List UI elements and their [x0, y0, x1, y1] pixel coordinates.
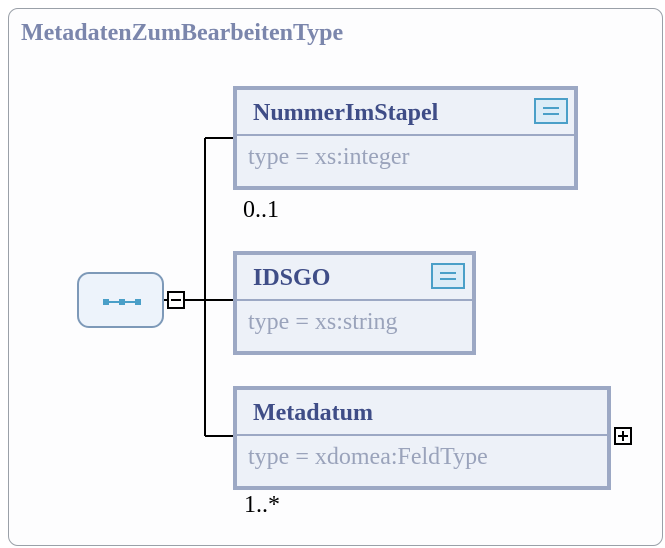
- sequence-compositor[interactable]: [77, 272, 164, 328]
- element-name: Metadatum: [253, 400, 373, 426]
- expand-plus-icon[interactable]: [614, 427, 632, 445]
- sequence-compositor-icon: [103, 299, 141, 305]
- element-name: IDSGO: [253, 265, 331, 291]
- element-type: type = xdomea:FeldType: [248, 444, 488, 470]
- element-divider: [237, 134, 574, 136]
- element-type: type = xs:string: [248, 309, 398, 335]
- simple-type-icon: [534, 98, 568, 124]
- complex-type-title: MetadatenZumBearbeitenType: [21, 20, 344, 46]
- cardinality-label: 1..*: [244, 492, 280, 518]
- element-box-metadatum[interactable]: Metadatum type = xdomea:FeldType: [233, 386, 611, 490]
- element-box-nummerimstapel[interactable]: NummerImStapel type = xs:integer: [233, 86, 578, 190]
- collapse-minus-icon[interactable]: [167, 291, 185, 309]
- cardinality-label: 0..1: [243, 197, 279, 223]
- simple-type-icon: [431, 263, 465, 289]
- element-box-idsgo[interactable]: IDSGO type = xs:string: [233, 251, 476, 355]
- element-name: NummerImStapel: [253, 100, 439, 126]
- element-divider: [237, 434, 607, 436]
- element-type: type = xs:integer: [248, 144, 410, 170]
- element-divider: [237, 299, 472, 301]
